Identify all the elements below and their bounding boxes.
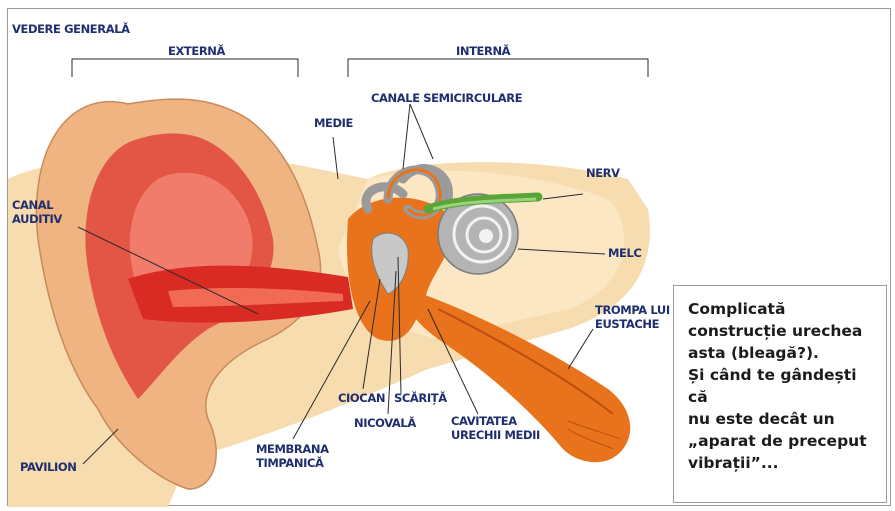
label-internal: INTERNĂ [456, 43, 511, 58]
label-stirrup: SCĂRIȚĂ [394, 390, 447, 405]
label-middle-cavity-2: URECHII MEDII [451, 428, 540, 442]
bracket-internal [348, 59, 648, 77]
label-middle: MEDIE [314, 116, 354, 130]
label-external: EXTERNĂ [168, 43, 226, 58]
leader-eustachian [568, 329, 593, 369]
label-auditory-canal-1: CANAL [12, 198, 54, 212]
label-middle-cavity-1: CAVITATEA [451, 414, 517, 428]
label-auditory-canal-2: AUDITIV [12, 212, 62, 226]
label-cochlea: MELC [608, 246, 641, 260]
label-tympanic-1: MEMBRANA [256, 442, 329, 456]
bracket-external [72, 59, 298, 77]
label-eustachian-2: EUSTACHE [595, 317, 660, 331]
label-nerve: NERV [586, 166, 620, 180]
label-semicircular-canals: CANALE SEMICIRCULARE [371, 91, 523, 105]
leader-semicircular-1 [403, 104, 410, 169]
leader-semicircular-2 [410, 104, 433, 159]
label-pinna: PAVILION [20, 460, 76, 474]
label-anvil: NICOVALĂ [354, 415, 416, 430]
label-eustachian-1: TROMPA LUI [595, 303, 670, 317]
label-hammer: CIOCAN [338, 391, 385, 405]
label-tympanic-2: TIMPANICĂ [256, 455, 324, 470]
label-overview: VEDERE GENERALĂ [12, 21, 130, 36]
caption-box: Complicată construcție urechea asta (ble… [673, 285, 887, 503]
